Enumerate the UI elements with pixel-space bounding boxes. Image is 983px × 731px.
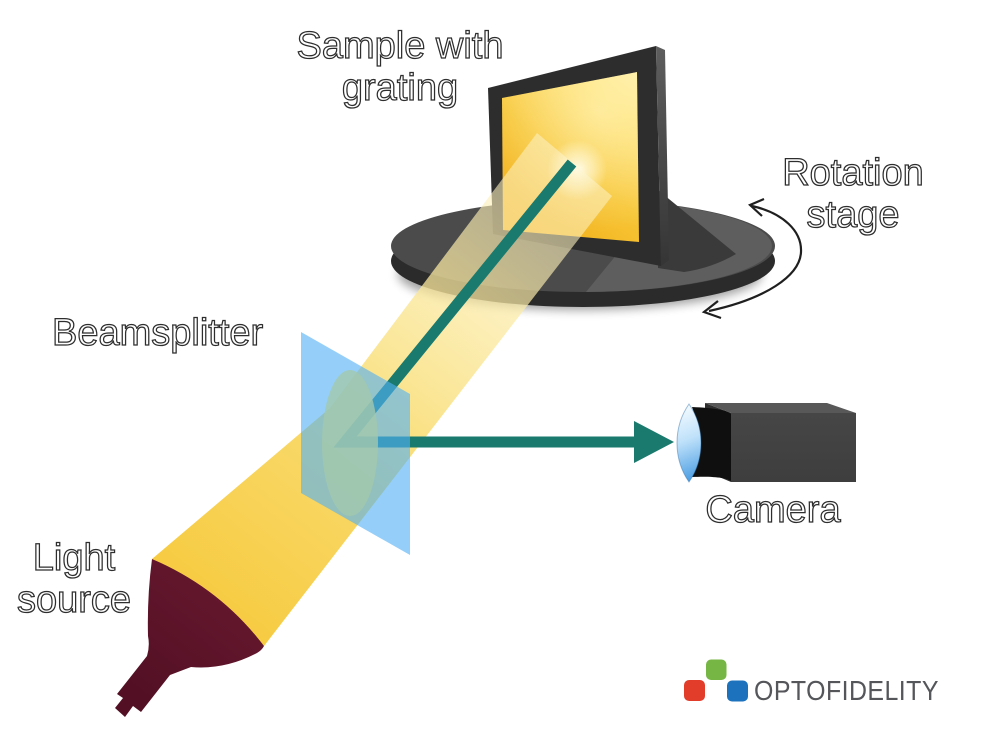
camera bbox=[676, 403, 856, 483]
rotation-stage-label-line1: Rotation bbox=[782, 151, 925, 194]
rotation-stage-label-line2: stage bbox=[806, 193, 900, 236]
camera-lens-icon bbox=[676, 403, 702, 483]
light-source-label-line2: source bbox=[16, 578, 132, 621]
logo-text: OPTOFIDELITY bbox=[754, 675, 939, 706]
light-source-label-line1: Light bbox=[32, 536, 116, 579]
ray-arrowhead bbox=[634, 421, 674, 463]
beamsplitter-label: Beamsplitter bbox=[51, 311, 264, 354]
sample-label: Sample with grating bbox=[270, 24, 530, 109]
beamsplitter-lens bbox=[322, 370, 378, 516]
logo-square-blue-icon bbox=[727, 680, 748, 702]
rotation-arrow-head-top bbox=[748, 197, 765, 217]
light-source-torch bbox=[115, 559, 264, 717]
logo-square-green-icon bbox=[706, 659, 727, 680]
logo-squares-icon bbox=[684, 659, 748, 702]
camera-body-top-face bbox=[705, 403, 856, 413]
rotation-stage-label: Rotation stage bbox=[770, 151, 936, 236]
sample-label-line1: Sample with bbox=[296, 24, 504, 67]
logo-square-red-icon bbox=[684, 680, 705, 701]
rotation-arrow bbox=[701, 197, 803, 320]
sample-frame-edge bbox=[656, 46, 669, 266]
camera-lens-barrel bbox=[692, 407, 731, 481]
camera-body-front-face bbox=[731, 413, 856, 482]
sample-label-line2: grating bbox=[341, 66, 459, 109]
camera-label: Camera bbox=[705, 488, 841, 531]
beamsplitter bbox=[301, 332, 410, 555]
light-source-label: Light source bbox=[6, 536, 142, 621]
optofidelity-logo: OPTOFIDELITY bbox=[683, 658, 963, 708]
rotation-arrow-head-bottom bbox=[701, 300, 722, 320]
rotation-arrow-arc bbox=[708, 204, 803, 313]
sample-shadow-on-stage bbox=[658, 190, 736, 272]
